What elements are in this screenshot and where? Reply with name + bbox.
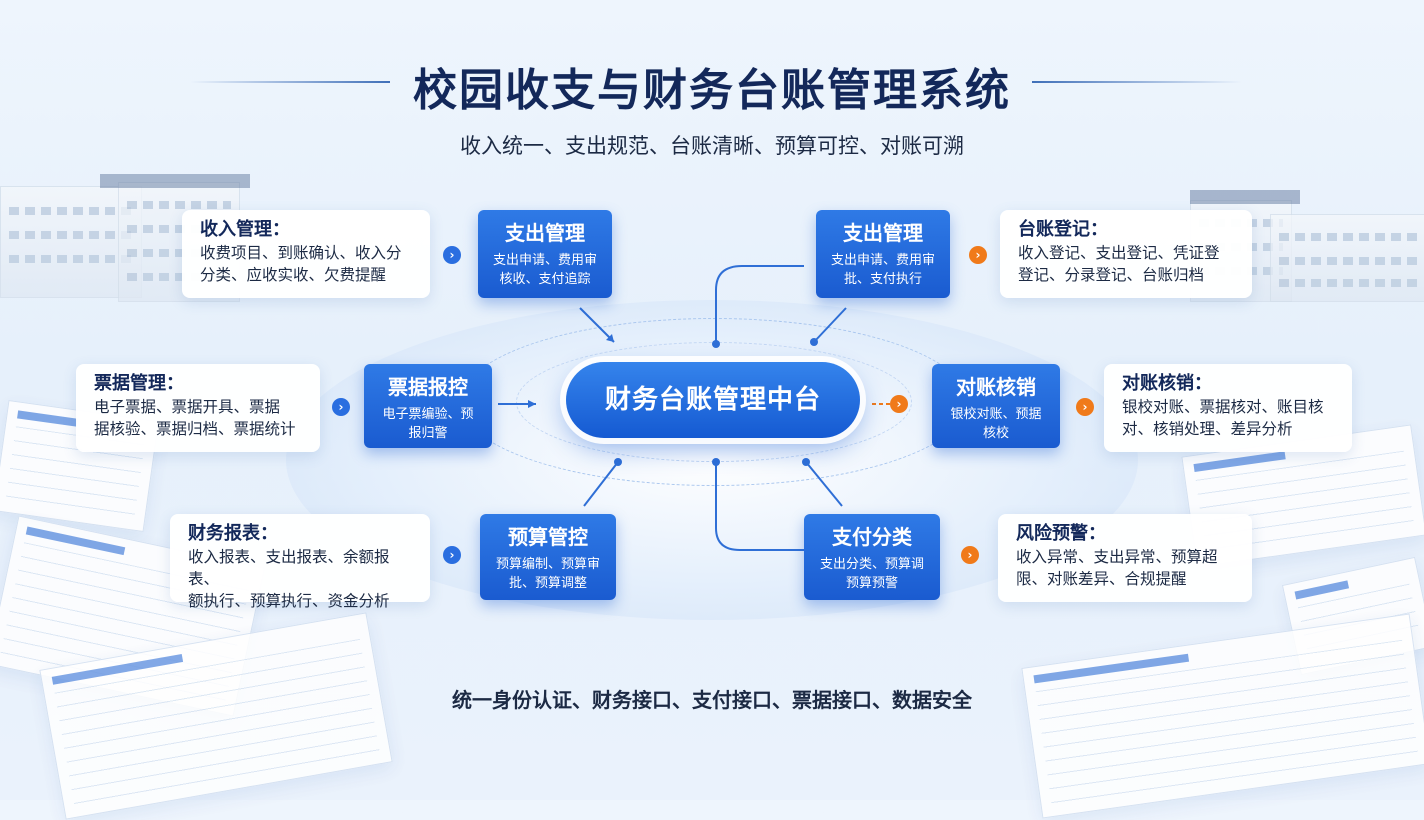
card-description: 收入异常、支出异常、预算超 限、对账差异、合规提醒 [1016,548,1218,588]
title-decor-left [190,81,390,83]
card-reconciliation: 对账核销： 银校对账、票据核对、账目核 对、核销处理、差异分析 [1104,364,1352,452]
chevron-right-icon: › [969,246,987,264]
module-budget-control[interactable]: 预算管控 预算编制、预算审 批、预算调整 [480,514,616,600]
card-description: 收入报表、支出报表、余额报表、 额执行、预算执行、资金分析 [188,548,390,610]
campus-roof-left [100,174,250,188]
connector-lines [498,265,890,551]
module-reconciliation[interactable]: 对账核销 银校对账、预据 核校 [932,364,1060,448]
card-title: 票据管理： [94,373,184,394]
link-expense-right-top [715,265,804,344]
link-budget [583,461,619,507]
page-subtitle: 收入统一、支出规范、台账清晰、预算可控、对账可溯 [460,134,964,158]
module-title: 支出管理 [505,221,585,245]
chevron-right-icon: › [443,546,461,564]
arrowhead [528,400,536,408]
card-financial-reports: 财务报表： 收入报表、支出报表、余额报表、 额执行、预算执行、资金分析 [170,514,430,610]
card-title: 台账登记： [1018,219,1108,240]
link-expense-right [813,307,847,343]
chevron-right-icon: › [1076,398,1094,416]
card-title: 对账核销： [1122,373,1212,394]
module-description: 支出分类、预算调 预算预警 [819,557,924,591]
card-risk-warning: 风险预警： 收入异常、支出异常、预算超 限、对账差异、合规提醒 [998,514,1252,602]
chevron-right-icon: › [443,246,461,264]
campus-roof-right [1190,190,1300,204]
module-title: 预算管控 [508,525,588,549]
campus-building-right [1270,214,1424,302]
card-income-management: 收入管理： 收费项目、到账确认、收入分 分类、应收实收、欠费提醒 [182,210,430,298]
chevron-right-icon: › [332,398,350,416]
arrowhead [606,334,614,342]
link-expense-left [579,307,615,343]
module-invoice-control[interactable]: 票据报控 电子票编验、预 报归警 [364,364,492,448]
page-title: 校园收支与财务台账管理系统 [413,65,1011,116]
link-dot [802,458,810,466]
module-description: 支出申请、费用审 批、支付执行 [830,253,935,287]
central-hub[interactable]: 财务台账管理中台 [566,362,860,438]
module-title: 对账核销 [956,375,1036,399]
module-payment-classification[interactable]: 支付分类 支出分类、预算调 预算预警 [804,514,940,600]
module-expense-management-right[interactable]: 支出管理 支出申请、费用审 批、支付执行 [816,210,950,298]
card-title: 财务报表： [188,523,278,544]
module-expense-management-left[interactable]: 支出管理 支出申请、费用审 核收、支付追踪 [478,210,612,298]
link-payment [805,461,843,507]
card-description: 银校对账、票据核对、账目核 对、核销处理、差异分析 [1122,398,1324,438]
link-dot [810,338,818,346]
card-description: 电子票据、票据开具、票据 据核验、票据归档、票据统计 [94,398,296,438]
link-dot [712,340,720,348]
card-bill-management: 票据管理： 电子票据、票据开具、票据 据核验、票据归档、票据统计 [76,364,320,452]
module-description: 支出申请、费用审 核收、支付追踪 [492,253,597,287]
footer-integrations: 统一身份认证、财务接口、支付接口、票据接口、数据安全 [452,688,972,712]
card-ledger-registration: 台账登记： 收入登记、支出登记、凭证登 登记、分录登记、台账归档 [1000,210,1252,298]
link-dot [614,458,622,466]
module-title: 支付分类 [832,525,912,549]
card-description: 收入登记、支出登记、凭证登 登记、分录登记、台账归档 [1018,244,1220,284]
module-description: 电子票编验、预 报归警 [382,407,474,441]
chevron-right-icon: › [890,395,908,413]
module-title: 支出管理 [843,221,923,245]
link-dot [712,458,720,466]
module-title: 票据报控 [388,375,468,399]
card-description: 收费项目、到账确认、收入分 分类、应收实收、欠费提醒 [200,244,402,284]
module-description: 银校对账、预据 核校 [950,407,1042,441]
card-title: 收入管理： [200,219,290,240]
link-payment-bottom [715,462,804,551]
card-title: 风险预警： [1016,523,1106,544]
chevron-right-icon: › [961,546,979,564]
title-decor-right [1032,81,1242,83]
module-description: 预算编制、预算审 批、预算调整 [495,557,600,591]
